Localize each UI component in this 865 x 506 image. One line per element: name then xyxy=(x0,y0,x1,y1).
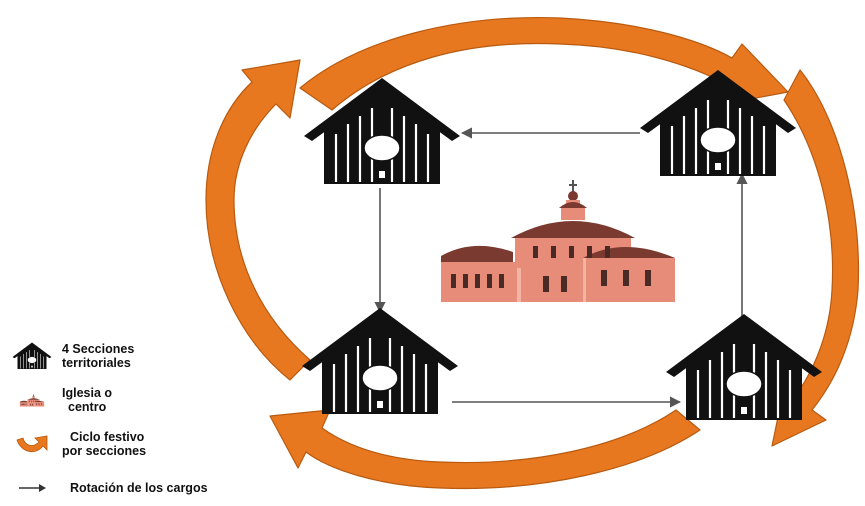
house-bottom-left xyxy=(302,308,458,414)
house-bottom-right xyxy=(666,314,822,420)
curved-arrow-icon xyxy=(8,426,56,462)
arrow-right-icon xyxy=(8,470,56,506)
legend-sections-line1: 4 Secciones xyxy=(62,342,134,356)
legend-sections-line2: territoriales xyxy=(62,356,134,370)
church xyxy=(441,180,675,302)
legend-cycle-line2: por secciones xyxy=(62,444,146,458)
legend-rotation-line1: Rotación de los cargos xyxy=(62,481,208,495)
cycle-arrow-bottom xyxy=(270,410,700,488)
legend-item-cycle: Ciclo festivo por secciones xyxy=(8,426,146,462)
house-icon xyxy=(8,338,56,374)
legend-item-church: Iglesia o centro xyxy=(8,382,112,418)
legend-cycle-line1: Ciclo festivo xyxy=(62,430,146,444)
church-icon xyxy=(8,382,56,418)
legend-item-sections: 4 Secciones territoriales xyxy=(8,338,134,374)
legend-item-rotation: Rotación de los cargos xyxy=(8,470,208,506)
legend-church-line1: Iglesia o xyxy=(62,386,112,400)
cycle-arrow-left xyxy=(206,60,310,380)
legend-church-line2: centro xyxy=(62,400,112,414)
